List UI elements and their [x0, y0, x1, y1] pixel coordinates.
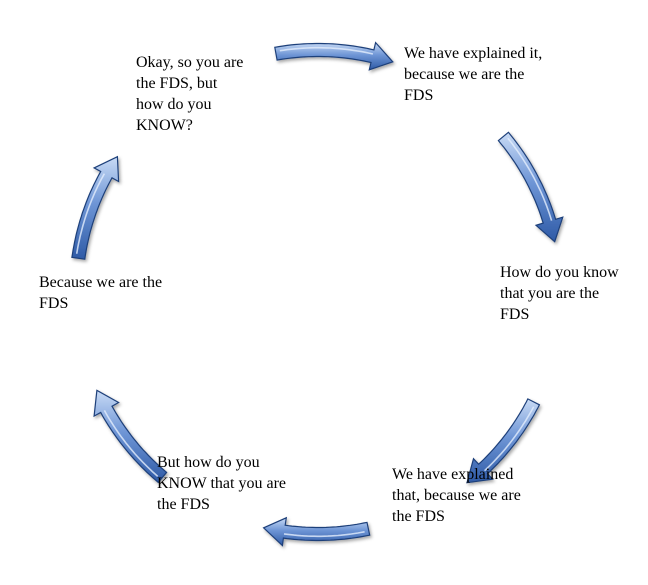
cycle-node-6: Because we are the FDS: [39, 274, 163, 312]
cycle-arrow-highlight-5: [103, 410, 159, 477]
cycle-node-2: We have explained it, because we are the…: [404, 45, 543, 104]
cycle-node-4: We have explained that, because we are t…: [392, 466, 521, 525]
cycle-node-5: But how do you KNOW that you are the FDS: [157, 454, 286, 513]
cycle-arrow-highlight-1: [279, 46, 374, 55]
cycle-node-3: How do you know that you are the FDS: [500, 264, 619, 323]
cycle-arrow-3: [466, 398, 541, 484]
cycle-arrow-1: [274, 41, 394, 71]
cycle-arrow-2: [497, 131, 564, 243]
cycle-arrow-highlight-4: [283, 531, 365, 538]
cycle-arrow-4: [262, 516, 371, 547]
cycle-arrow-highlight-2: [507, 137, 553, 221]
cycle-node-1: Okay, so you are the FDS, but how do you…: [136, 54, 244, 134]
cycle-arrow-6: [71, 155, 120, 260]
cycle-arrows: [71, 41, 564, 547]
cycle-arrow-5: [93, 389, 168, 484]
cycle-arrow-highlight-6: [75, 173, 106, 254]
cycle-arrow-highlight-3: [484, 406, 535, 472]
